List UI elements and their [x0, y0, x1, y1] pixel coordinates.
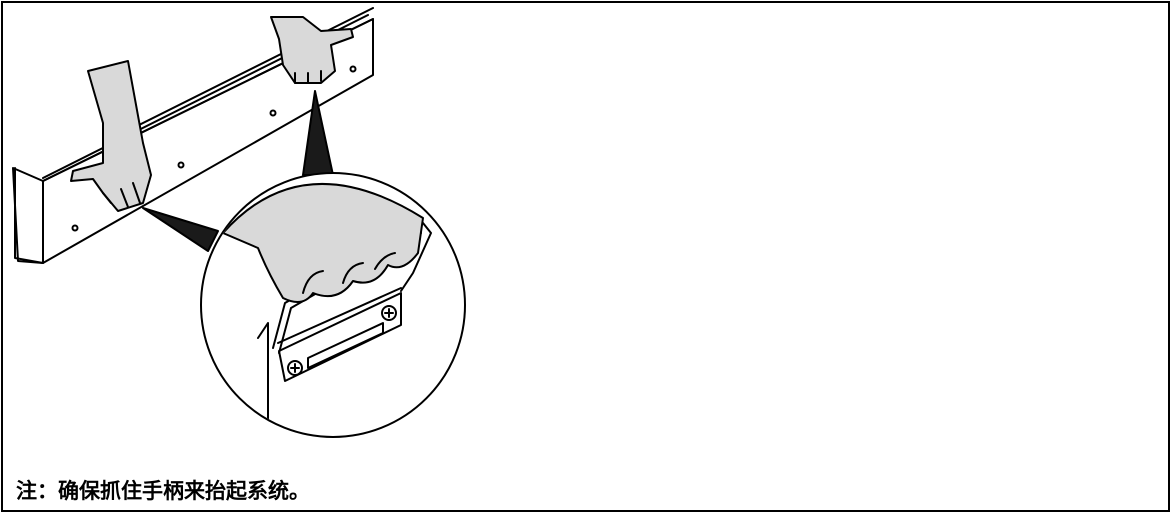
lifting-illustration — [12, 7, 466, 438]
right-hand — [270, 16, 354, 84]
note-label: 注： — [16, 478, 58, 503]
left-hand — [70, 60, 152, 212]
note-caption: 注：确保抓住手柄来抬起系统。 — [16, 478, 310, 504]
callout-pointer-left — [142, 207, 219, 252]
note-text: 确保抓住手柄来抬起系统。 — [58, 478, 310, 503]
detail-circle — [200, 172, 466, 438]
